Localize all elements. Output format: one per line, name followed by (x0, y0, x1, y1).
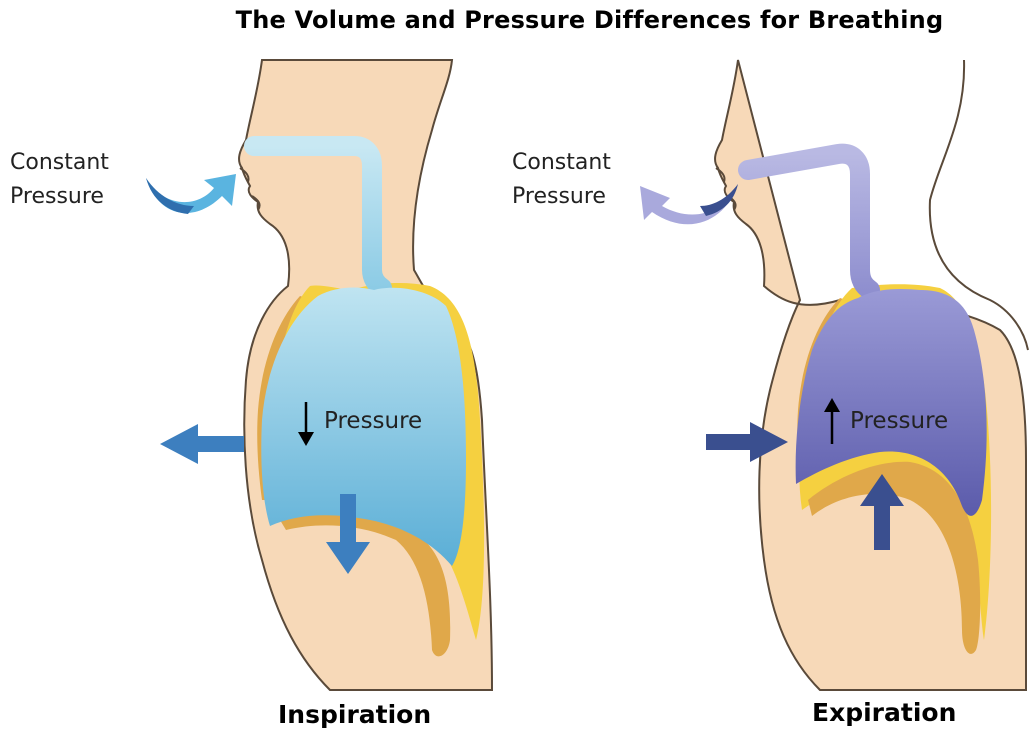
outside-label-line1: Constant (10, 146, 109, 180)
outside-label-line2: Pressure (512, 180, 611, 214)
inspiration-lung-label: Pressure (324, 408, 422, 434)
expiration-caption: Expiration (812, 698, 956, 727)
outside-label-line2: Pressure (10, 180, 109, 214)
expiration-outside-label: Constant Pressure (512, 146, 611, 214)
inspiration-caption: Inspiration (278, 700, 431, 729)
expiration-figure (640, 60, 1029, 690)
inspiration-figure (146, 60, 492, 690)
inspiration-outside-label: Constant Pressure (10, 146, 109, 214)
outside-label-line1: Constant (512, 146, 611, 180)
chest-expand-arrow (160, 424, 244, 464)
expiration-lung-label: Pressure (850, 408, 948, 434)
